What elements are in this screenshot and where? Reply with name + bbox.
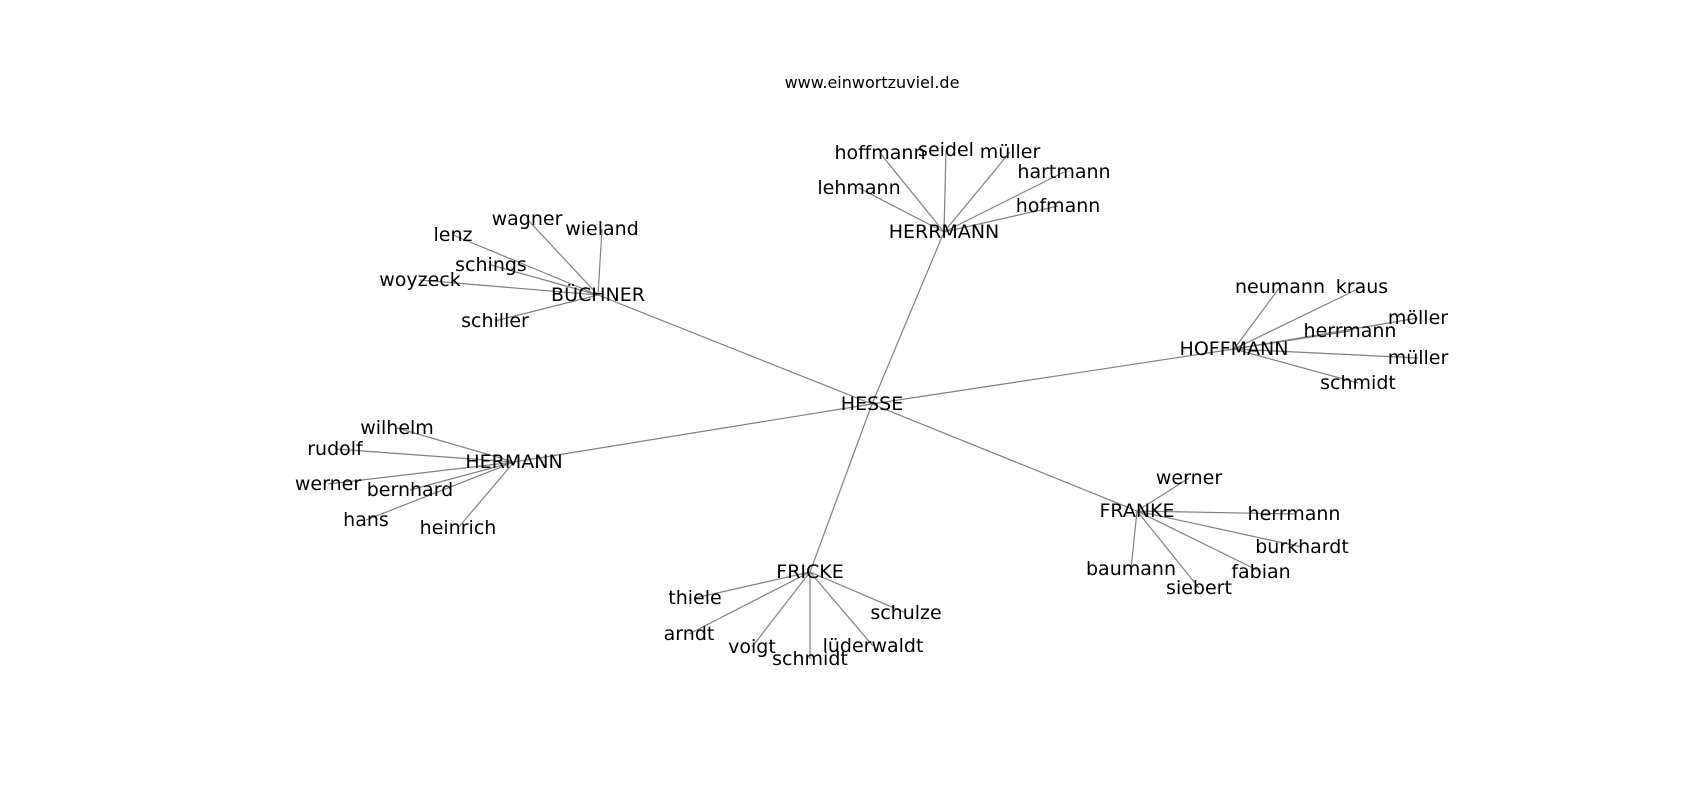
leaf-node-label: woyzeck <box>379 269 461 291</box>
hub-node-label: FRANKE <box>1099 500 1174 522</box>
edge-center-hub <box>597 294 873 405</box>
edge-hub-leaf <box>365 461 515 521</box>
edge-hub-leaf <box>858 187 945 233</box>
leaf-node-label: lenz <box>434 224 473 246</box>
edge-hub-leaf <box>1130 510 1138 570</box>
leaf-node-label: schiller <box>461 310 529 332</box>
leaf-node-label: herrmann <box>1248 503 1341 525</box>
hub-node-label: BÜCHNER <box>551 283 645 306</box>
leaf-node-label: lüderwaldt <box>823 635 924 657</box>
leaf-node-label: hofmann <box>1016 195 1101 217</box>
edge-hub-leaf <box>943 151 1011 233</box>
edge-center-hub <box>871 403 1138 512</box>
edge-hub-leaf <box>879 152 945 233</box>
leaf-node-label: kraus <box>1336 276 1388 298</box>
hub-node-label: HERMANN <box>465 451 562 473</box>
site-title: www.einwortzuviel.de <box>785 73 960 92</box>
edge-hub-leaf <box>494 294 599 322</box>
edge-hub-leaf <box>334 448 515 463</box>
edge-hub-leaf <box>809 571 874 647</box>
leaf-node-label: schmidt <box>772 648 848 670</box>
leaf-node-label: burkhardt <box>1255 536 1349 558</box>
leaf-node-label: wilhelm <box>360 417 434 439</box>
edge-hub-leaf <box>809 571 907 614</box>
leaf-node-label: thiele <box>668 587 721 609</box>
edge-center-hub <box>809 403 873 573</box>
edge-hub-leaf <box>1136 510 1200 589</box>
leaf-node-label: neumann <box>1235 276 1325 298</box>
leaf-node-label: wagner <box>492 208 563 230</box>
edge-hub-leaf <box>943 171 1065 233</box>
edge-center-hub <box>871 231 945 405</box>
edge-hub-leaf <box>490 264 599 296</box>
edge-hub-leaf <box>1233 286 1281 350</box>
edge-hub-leaf <box>1233 286 1363 350</box>
leaf-node-label: herrmann <box>1304 320 1397 342</box>
leaf-node-label: möller <box>1388 307 1448 329</box>
edge-hub-leaf <box>688 571 811 635</box>
leaf-node-label: hartmann <box>1017 161 1110 183</box>
edge-hub-leaf <box>327 461 515 485</box>
hub-node-label: FRICKE <box>776 561 843 583</box>
leaf-node-label: werner <box>295 473 361 495</box>
edge-hub-leaf <box>452 234 599 296</box>
leaf-node-label: müller <box>1388 347 1449 369</box>
edge-hub-leaf <box>419 279 599 296</box>
hub-node-label: HERRMANN <box>889 221 1000 243</box>
leaf-node-label: arndt <box>664 623 715 645</box>
leaf-node-label: seidel <box>918 139 974 161</box>
edge-hub-leaf <box>1233 330 1351 350</box>
leaf-node-label: hans <box>343 509 389 531</box>
leaf-node-label: voigt <box>728 636 776 658</box>
edge-hub-leaf <box>1136 510 1303 548</box>
leaf-node-label: schings <box>455 254 527 276</box>
edge-hub-leaf <box>1136 477 1190 512</box>
edge-hub-leaf <box>457 461 515 529</box>
edge-center-hub <box>513 403 873 463</box>
edge-hub-leaf <box>694 571 811 599</box>
edge-hub-leaf <box>597 228 603 296</box>
leaf-node-label: baumann <box>1086 558 1176 580</box>
edge-hub-leaf <box>1233 348 1419 359</box>
leaf-node-label: rudolf <box>307 438 364 460</box>
leaf-node-label: hoffmann <box>835 142 926 164</box>
leaf-node-label: fabian <box>1231 561 1290 583</box>
edge-hub-leaf <box>526 218 599 296</box>
edge-hub-leaf <box>1136 510 1295 515</box>
edge-hub-leaf <box>409 461 515 491</box>
leaf-node-label: werner <box>1156 467 1222 489</box>
leaf-node-label: siebert <box>1166 577 1232 599</box>
center-node-label: HESSE <box>841 393 903 415</box>
edge-hub-leaf <box>751 571 811 648</box>
leaf-node-label: bernhard <box>367 479 454 501</box>
leaf-node-label: schmidt <box>1320 372 1396 394</box>
leaf-node-label: wieland <box>565 218 639 240</box>
edge-hub-leaf <box>943 149 947 233</box>
edge-hub-leaf <box>1136 510 1262 573</box>
edge-center-hub <box>871 348 1235 405</box>
edge-hub-leaf <box>396 427 515 463</box>
edges <box>327 149 1419 659</box>
edge-hub-leaf <box>1233 348 1359 384</box>
leaf-node-label: müller <box>980 141 1041 163</box>
leaf-node-label: heinrich <box>420 517 497 539</box>
leaf-node-label: schulze <box>870 602 941 624</box>
hub-node-label: HOFFMANN <box>1180 338 1289 360</box>
leaf-node-label: lehmann <box>817 177 900 199</box>
edge-hub-leaf <box>943 205 1059 233</box>
